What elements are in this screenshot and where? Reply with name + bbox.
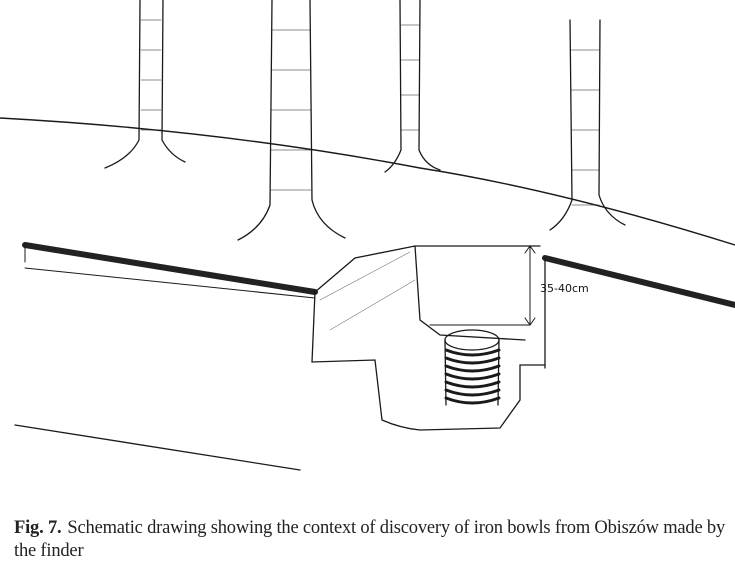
tree-trunk <box>549 19 626 231</box>
caption-text: Schematic drawing showing the context of… <box>14 518 726 561</box>
tree-trunk <box>104 0 186 169</box>
iron-bowl-stack <box>444 329 501 406</box>
pit-hatching <box>319 251 416 331</box>
depth-label: 35-40cm <box>540 282 589 295</box>
tree-trunk <box>237 0 346 241</box>
grass-edge-right <box>542 255 735 308</box>
depth-measure <box>419 245 536 326</box>
cut-face-line <box>24 244 316 299</box>
tree-trunk <box>384 0 441 173</box>
foreground-line <box>14 424 301 471</box>
pit-outline <box>311 245 546 431</box>
ground-line <box>0 117 735 246</box>
figure-caption: Fig. 7.Schematic drawing showing the con… <box>14 517 729 563</box>
grass-edge-left <box>22 242 318 295</box>
sketch-figure: 35-40cm <box>0 0 735 471</box>
figure-number: Fig. 7. <box>14 518 62 538</box>
